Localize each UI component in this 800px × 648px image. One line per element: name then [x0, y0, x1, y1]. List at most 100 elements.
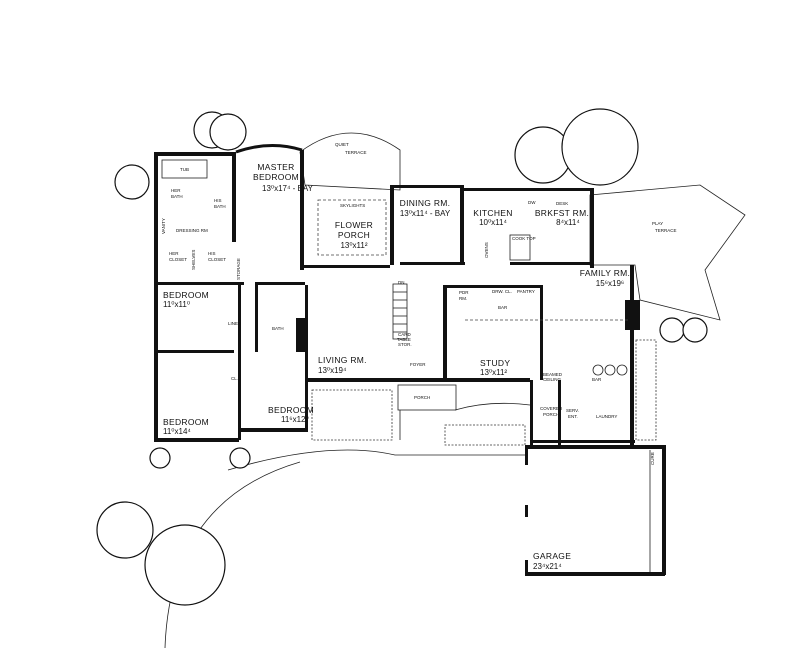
ovens-label: OVENS — [484, 242, 489, 258]
driveway-curve — [164, 461, 301, 648]
planting-bed — [311, 389, 393, 441]
laundry-label: LAUNDRY — [596, 414, 617, 419]
linen-label: LINEN — [228, 321, 241, 326]
shrub-icon — [229, 447, 251, 469]
flower-porch-size: 13⁰x11² — [340, 241, 367, 250]
family-room-size: 15⁶x19⁶ — [596, 279, 624, 288]
trees — [96, 108, 708, 606]
driveway-edge — [227, 449, 525, 471]
quiet-terrace-label-2: TERRACE — [345, 150, 367, 155]
bar-stool — [604, 364, 616, 376]
tree-icon — [209, 113, 247, 151]
planting-bed — [635, 339, 657, 441]
cooktop-label: COOK TOP — [512, 236, 536, 241]
bar-label: BAR — [592, 377, 602, 382]
room-labels: MASTER BEDROOM 13⁰x17⁴ - BAY QUIET TERRA… — [161, 142, 677, 571]
quiet-terrace-area — [299, 132, 401, 191]
bedroom-2-label: BEDROOM — [163, 417, 209, 427]
desk-label: DESK — [556, 201, 568, 206]
closet-label: CL. — [231, 376, 238, 381]
master-bedroom-label: MASTER — [257, 162, 294, 172]
shelves-label: SHELVES — [191, 250, 196, 270]
living-room-size: 13⁰x19⁴ — [318, 366, 347, 375]
bedroom-3-size: 11⁶x12⁰ — [281, 415, 309, 424]
shrub-icon — [682, 317, 708, 343]
porch-label: PORCH — [414, 395, 430, 400]
powder-room-label: PDR — [459, 290, 469, 295]
tub-fixture — [161, 159, 208, 179]
shrub-icon — [659, 317, 685, 343]
tree-icon — [114, 164, 150, 200]
card-table-label-2: TABLE — [397, 337, 411, 342]
cooktop-island — [509, 234, 531, 261]
bedroom-1-label: BEDROOM — [163, 290, 209, 300]
card-table-label: CARD — [398, 332, 412, 337]
family-room-label: FAMILY RM. — [580, 268, 630, 278]
his-bath-label: HIS — [214, 198, 222, 203]
covered-porch-label-2: PORCH — [543, 412, 559, 417]
card-table-label-3: STOR. — [398, 342, 412, 347]
planting-bed — [444, 424, 526, 446]
play-terrace-area — [589, 184, 746, 321]
master-bedroom-size: 13⁰x17⁴ - BAY — [262, 184, 314, 193]
breakfast-room-size: 8⁴x11⁴ — [556, 218, 580, 227]
flower-porch-label: FLOWER — [335, 220, 373, 230]
skylights-label: SKYLIGHTS — [340, 203, 365, 208]
garage-size: 23⁴x21⁴ — [533, 562, 562, 571]
her-bath-label-2: BATH — [171, 194, 183, 199]
his-bath-label-2: BATH — [214, 204, 226, 209]
study-size: 13⁰x11² — [480, 368, 507, 377]
her-closet-label: HER — [169, 251, 179, 256]
curb-label: CURB — [650, 452, 655, 465]
tub-label: TUB — [180, 167, 189, 172]
service-entry-label: SERV. — [566, 408, 579, 413]
dishwasher-label: DW — [528, 200, 536, 205]
quiet-terrace-label: QUIET — [335, 142, 349, 147]
dining-room-label: DINING RM. — [400, 198, 451, 208]
kitchen-size: 10⁰x11⁴ — [479, 218, 507, 227]
storage-label: STORAGE — [236, 258, 241, 280]
bar-stool — [616, 364, 628, 376]
walls — [154, 143, 666, 576]
front-walk — [399, 402, 531, 440]
master-bedroom-label-2: BEDROOM — [253, 172, 299, 182]
his-closet-label-2: CLOSET — [208, 257, 226, 262]
tree-icon — [96, 501, 154, 559]
foyer-label: FOYER — [410, 362, 426, 367]
play-terrace-label: PLAY — [652, 221, 663, 226]
bedroom-3-label: BEDROOM — [268, 405, 314, 415]
stair-down-label: DN — [398, 280, 405, 285]
skylights-outline — [317, 199, 387, 256]
his-closet-label: HIS — [208, 251, 216, 256]
bath-label: BATH — [272, 326, 284, 331]
study-label: STUDY — [480, 358, 510, 368]
her-bath-label: HER — [171, 188, 181, 193]
porch-slab — [397, 384, 457, 411]
covered-porch-label: COVERED — [540, 406, 563, 411]
shrub-icon — [149, 447, 171, 469]
dining-room-size: 13⁰x11⁴ - BAY — [400, 209, 451, 218]
bar-small-label: BAR — [498, 305, 508, 310]
bedroom-2-size: 11⁰x14⁴ — [163, 427, 191, 436]
vanity-label: VANITY — [161, 218, 166, 234]
bedroom-1-size: 11⁰x11⁰ — [163, 300, 190, 309]
flower-porch-label-2: PORCH — [338, 230, 370, 240]
dressing-room-label: DRESSING RM — [176, 228, 208, 233]
her-closet-label-2: CLOSET — [169, 257, 187, 262]
kitchen-label: KITCHEN — [473, 208, 512, 218]
beamed-ceiling-label: BEAMED — [543, 372, 563, 377]
stair — [392, 283, 408, 340]
tree-icon — [561, 108, 639, 186]
drawer-closet-label: DRW. CL. — [492, 289, 512, 294]
garage-label: GARAGE — [533, 551, 571, 561]
breakfast-room-label: BRKFST RM. — [535, 208, 589, 218]
powder-room-label-2: RM. — [459, 296, 467, 301]
play-terrace-label-2: TERRACE — [655, 228, 677, 233]
service-entry-label-2: ENT. — [568, 414, 578, 419]
pantry-label: PANTRY — [517, 289, 535, 294]
tree-icon — [144, 524, 226, 606]
living-room-label: LIVING RM. — [318, 355, 367, 365]
bar-stool — [592, 364, 604, 376]
beamed-ceiling-label-2: CEILING — [543, 377, 562, 382]
